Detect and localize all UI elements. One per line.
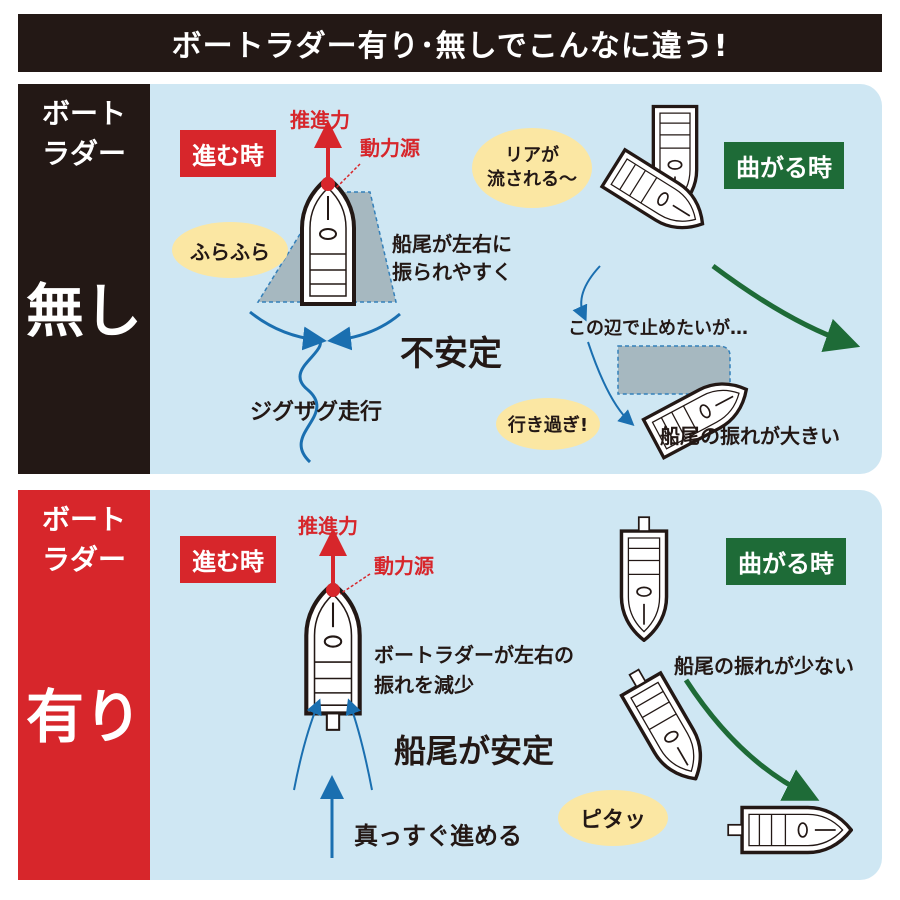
flow-arrow-left [293, 698, 322, 791]
swing-arrow-right [327, 312, 401, 351]
straight-text: 真っすぐ進める [354, 822, 522, 850]
flow-arrow-right [345, 698, 373, 791]
zigzag-path [298, 334, 322, 464]
power-pointer [335, 163, 361, 189]
side-label-with: ボート ラダー 有り [18, 490, 150, 880]
boat-turn-3 [726, 805, 853, 855]
stern-swing-line-2: 振られやすく [392, 260, 512, 284]
stern-swing-line-1: 船尾が左右に [392, 232, 512, 256]
overshoot-area [617, 345, 731, 395]
rear-bubble-line-1: リアが [505, 145, 559, 166]
stable-text: 船尾が安定 [394, 732, 555, 770]
turning-label: 曲がる時 [726, 538, 846, 585]
going-label: 進む時 [180, 130, 276, 177]
rudder-reduce-line-2: 振れを減少 [374, 673, 474, 697]
side-label-line-1: ボート [41, 503, 126, 536]
boat-icon [300, 176, 356, 306]
thrust-label: 推進力 [290, 108, 350, 132]
panel-without-rudder: ボート ラダー 無し [18, 84, 882, 474]
wobble-bubble: ふらふら [172, 222, 288, 278]
boat-turn-1 [619, 515, 669, 642]
rear-bubble-line-2: 流される～ [487, 169, 577, 190]
stern-swing-text: 船尾が左右に 振られやすく [392, 230, 512, 286]
thrust-label: 推進力 [298, 514, 358, 538]
overshoot-bubble: 行き過ぎ! [496, 398, 600, 450]
rudder-reduce-text: ボートラダーが左右の 振れを減少 [374, 640, 574, 700]
swing-arrow-left [249, 310, 327, 351]
turning-label: 曲がる時 [724, 142, 844, 189]
side-label-line-1: ボート [41, 97, 126, 130]
diagram-with [293, 515, 853, 858]
turn-arrow-green [683, 678, 820, 801]
page-title: ボートラダー有り･無しでこんなに違う! [18, 14, 882, 72]
motor-dot [321, 177, 335, 191]
side-label-line-2: ラダー [41, 137, 126, 170]
turn-arrow-green [711, 263, 861, 353]
power-source-label: 動力源 [374, 554, 434, 578]
going-label: 進む時 [180, 536, 276, 583]
motor-dot [326, 583, 340, 597]
side-label-small: ボート ラダー [18, 94, 150, 174]
side-label-small: ボート ラダー [18, 500, 150, 580]
diagram-without [249, 104, 861, 464]
zigzag-text: ジグザグ走行 [250, 400, 383, 425]
power-source-label: 動力源 [360, 136, 420, 160]
side-label-big: 無し [25, 277, 142, 345]
big-swing-text: 船尾の振れが大きい [660, 424, 840, 448]
small-swing-text: 船尾の振れが少ない [674, 654, 854, 678]
snap-bubble: ピタッ [558, 790, 668, 846]
panel-with-rudder: ボート ラダー 有り [18, 490, 882, 880]
side-label-without: ボート ラダー 無し [18, 84, 150, 474]
side-label-line-2: ラダー [41, 543, 126, 576]
side-label-big: 有り [25, 683, 142, 751]
power-pointer [339, 573, 371, 595]
turn-arrow-blue-1 [572, 265, 601, 322]
turn-arrow-blue-2 [587, 341, 635, 427]
rudder-reduce-line-1: ボートラダーが左右の [374, 643, 574, 667]
boat-turn-2 [612, 659, 717, 792]
want-stop-text: この辺で止めたいが… [568, 318, 748, 339]
unstable-text: 不安定 [400, 334, 502, 374]
rear-bubble: リアが 流される～ [472, 128, 592, 208]
